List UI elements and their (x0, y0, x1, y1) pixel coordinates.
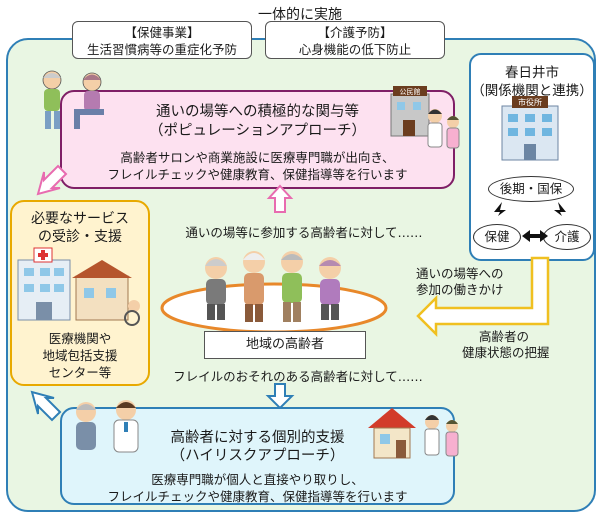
arrow-up-to-population-icon (266, 184, 294, 213)
high-risk-desc-2: フレイルチェックや健康教育、保健指導等を行います (107, 489, 408, 504)
services-title-2: の受診・支援 (38, 229, 122, 245)
home-visit-illustration (368, 408, 459, 459)
city-link-arrows (494, 202, 566, 242)
city-hall-illustration: 市役所 (501, 96, 559, 161)
population-subtitle: （ポピュレーションアプローチ） (149, 123, 366, 139)
population-title: 通いの場等への積極的な関与等 (156, 104, 359, 120)
health-project-title: 【保健事業】 (124, 25, 200, 40)
high-risk-subtitle: （ハイリスクアプローチ） (170, 448, 345, 464)
population-desc-2: フレイルチェックや健康教育、保健指導等を行います (107, 167, 408, 182)
header-title: 一体的に実施 (258, 7, 342, 23)
label-participants: 通いの場等に参加する高齢者に対して…… (185, 225, 423, 240)
hospital-illustration (17, 247, 140, 326)
care-prevention-box: 【介護予防】 心身機能の低下防止 (265, 21, 445, 59)
arrow-down-to-highrisk-icon (265, 383, 295, 410)
health-project-box: 【保健事業】 生活習慣病等の重症化予防 (72, 21, 252, 59)
arrow-down-right-icon (554, 202, 566, 216)
arrow-city-to-elderly-icon (416, 256, 550, 338)
consultation-illustration (76, 400, 139, 453)
health-grasp-label-1: 高齢者の (479, 329, 530, 344)
high-risk-title: 高齢者に対する個別的支援 (170, 430, 345, 446)
city-hall-sign: 市役所 (518, 97, 542, 107)
double-arrow-icon (522, 230, 548, 242)
hoken-oval: 保健 (473, 224, 521, 250)
kaigo-oval: 介護 (543, 224, 591, 250)
high-risk-desc-1: 医療専門職が個人と直接やり取りし、 (151, 472, 364, 487)
population-approach-box: 通いの場等への積極的な関与等 （ポピュレーションアプローチ） 高齢者サロンや商業… (60, 90, 455, 189)
public-hall-illustration: 公民館 (390, 86, 460, 149)
population-desc-1: 高齢者サロンや商業施設に医療専門職が出向き、 (120, 150, 395, 165)
local-elderly-label: 地域の高齢者 (204, 331, 366, 359)
label-frailty-risk: フレイルのおそれのある高齢者に対して…… (173, 369, 423, 384)
encourage-label-2: 参加の働きかけ (416, 282, 504, 297)
care-prevention-title: 【介護予防】 (317, 25, 393, 40)
exercising-elderly-illustration (42, 70, 104, 129)
arrow-highrisk-to-services-icon (30, 390, 62, 422)
encourage-label-1: 通いの場等への (416, 266, 504, 281)
services-desc-2: 地域包括支援 (42, 348, 118, 363)
services-title-1: 必要なサービス (31, 211, 129, 227)
elderly-people (205, 251, 341, 322)
public-hall-sign: 公民館 (400, 87, 421, 96)
city-sub: （関係機関と連携） (471, 83, 593, 99)
health-project-desc: 生活習慣病等の重症化予防 (86, 42, 237, 57)
kouki-kokuho-oval: 後期・国保 (488, 176, 574, 202)
arrow-population-to-services-icon (36, 164, 68, 196)
city-name: 春日井市 (505, 65, 559, 81)
care-prevention-desc: 心身機能の低下防止 (298, 42, 412, 57)
services-desc-3: センター等 (48, 365, 112, 380)
services-desc-1: 医療機関や (48, 331, 112, 346)
health-grasp-label-2: 健康状態の把握 (462, 345, 550, 360)
arrow-down-left-icon (494, 202, 506, 216)
